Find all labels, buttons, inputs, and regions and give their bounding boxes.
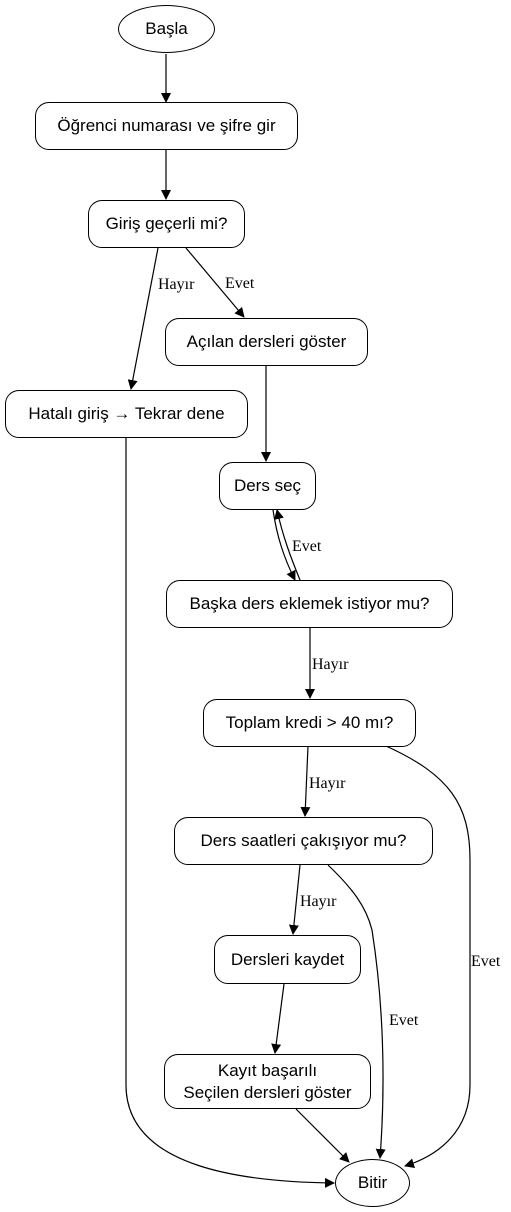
node-baska-ders: Başka ders eklemek istiyor mu? [166,580,453,628]
node-baska-ders-label: Başka ders eklemek istiyor mu? [189,594,430,613]
edge-label-cakisma-hayir: Hayır [300,893,337,910]
node-giris-gecerli: Giriş geçerli mi? [88,200,245,248]
edge-label-kredi-hayir: Hayır [309,775,346,792]
edge-label-baska-hayir: Hayır [312,656,349,673]
node-kayit-basarili-line2: Seçilen dersleri göster [183,1082,352,1102]
node-kayit-basarili-line1: Kayıt başarılı [217,1060,318,1080]
edge-cakisma-hayir [288,864,301,935]
node-cakisma-label: Ders saatleri çakışıyor mu? [200,831,407,850]
edge-kredi-evet [385,745,471,1169]
edge-label-kredi-evet: Evet [471,953,501,970]
node-kaydet-label: Dersleri kaydet [230,949,345,969]
node-hatali-giris: Hatalı giriş → Tekrar dene [5,390,248,438]
node-ders-sec-label: Ders seç [233,476,302,495]
node-hatali-giris-label: Hatalı giriş → Tekrar dene [28,404,225,423]
node-toplam-kredi: Toplam kredi > 40 mı? [203,699,416,747]
node-giris-bilgi: Öğrenci numarası ve şifre gir [35,102,298,150]
edge-label-baska-evet: Evet [292,538,322,555]
node-bitir-label: Bitir [357,1173,388,1192]
node-basla: Başla [118,5,215,53]
edge-label-cakisma-evet: Evet [389,1012,419,1029]
node-ders-sec: Ders seç [219,462,316,510]
edge-cakisma-evet [327,864,386,1159]
edge-kredi-hayir [300,745,311,817]
edge-label-gecerli-hayir: Hayır [158,276,195,293]
edge-kaydet-to-kayit [271,983,285,1054]
edge-hatali-to-bitir [125,438,335,1188]
edge-label-gecerli-evet: Evet [225,275,255,292]
edge-baska-evet [274,509,301,581]
node-kaydet: Dersleri kaydet [214,935,361,984]
node-bitir: Bitir [335,1159,410,1207]
edge-kayit-to-bitir [295,1108,350,1163]
edge-gecerli-evet [185,247,245,318]
node-kayit-basarili: Kayıt başarılı Seçilen dersleri göster [164,1054,371,1109]
node-acilan-dersler-label: Açılan dersleri göster [186,332,347,351]
node-giris-gecerli-label: Giriş geçerli mi? [105,214,228,233]
node-giris-bilgi-label: Öğrenci numarası ve şifre gir [57,116,276,135]
node-toplam-kredi-label: Toplam kredi > 40 mı? [225,713,394,732]
edge-gecerli-hayir [127,247,159,390]
node-basla-label: Başla [145,19,188,38]
node-cakisma: Ders saatleri çakışıyor mu? [174,817,433,865]
node-acilan-dersler: Açılan dersleri göster [165,318,368,366]
